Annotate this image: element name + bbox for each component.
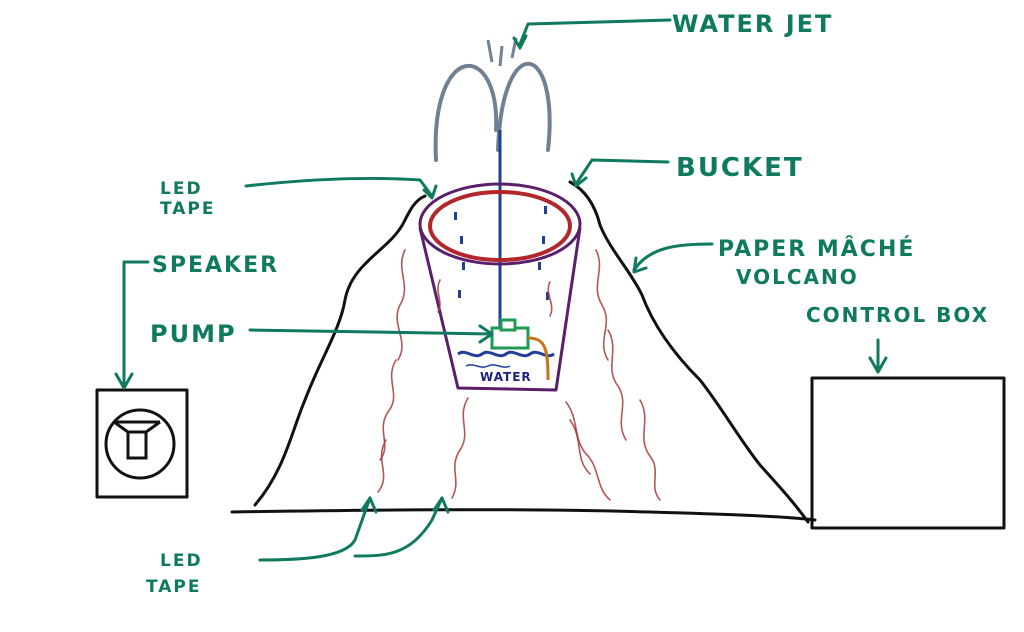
leader-lines xyxy=(114,18,888,562)
label-pump: PUMP xyxy=(150,320,237,348)
water-label: WATER xyxy=(480,370,532,384)
label-water-jet: WATER JET xyxy=(672,10,833,38)
label-speaker: SPEAKER xyxy=(152,253,279,278)
ground-line xyxy=(230,508,817,522)
label-led-tape-bottom-line2: TAPE xyxy=(146,577,202,597)
label-control-box: CONTROL BOX xyxy=(806,303,989,327)
led-glow-lines xyxy=(377,249,661,501)
label-led-tape-top-line2: TAPE xyxy=(160,199,216,219)
label-led-tape-bottom-line1: LED xyxy=(160,551,203,571)
label-paper-mache-line1: PAPER MÂCHÉ xyxy=(718,236,915,262)
label-led-tape-top-line1: LED xyxy=(160,179,203,199)
control-box xyxy=(810,376,1006,530)
pump-tube xyxy=(527,336,550,381)
bucket: WATER xyxy=(418,182,582,392)
volcano-outline xyxy=(253,180,810,524)
pump xyxy=(490,318,550,381)
label-bucket: BUCKET xyxy=(676,153,804,183)
speaker-box xyxy=(95,388,189,499)
water-drops xyxy=(454,206,549,300)
label-paper-mache-line2: VOLCANO xyxy=(736,265,859,289)
